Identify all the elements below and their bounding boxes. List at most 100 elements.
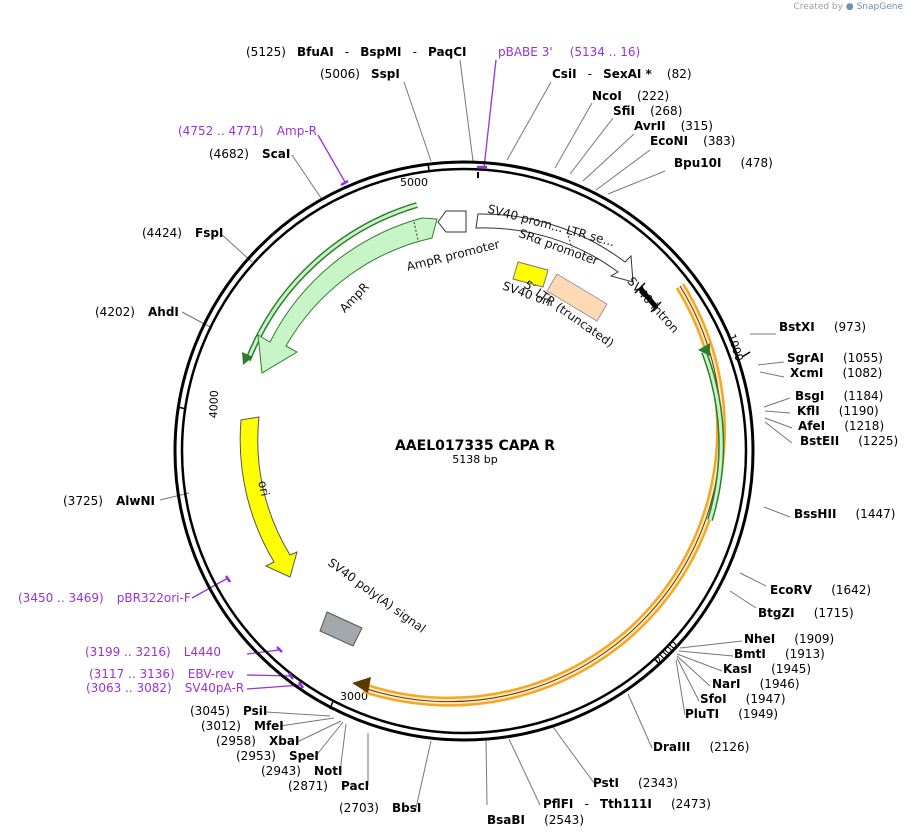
- primer-ebv-rev[interactable]: (3117 .. 3136) EBV-rev: [89, 663, 234, 682]
- site-avrii[interactable]: AvrII (315): [634, 115, 713, 134]
- ampr-promoter-divider: [413, 221, 419, 241]
- site-name: FspI: [195, 226, 223, 240]
- site-draiii[interactable]: DraIII (2126): [653, 736, 749, 755]
- primer-range: (4752 .. 4771): [178, 124, 264, 138]
- site-pos: (2703): [339, 801, 379, 815]
- site-bfuai-bspmi-paqci[interactable]: (5125) BfuAI - BspMI - PaqCI: [246, 41, 466, 60]
- site-btgzi[interactable]: BtgZI (1715): [758, 602, 854, 621]
- backbone-inner-ring: [180, 167, 748, 735]
- plasmid-length: 5138 bp: [452, 453, 497, 466]
- site-ecorv[interactable]: EcoRV (1642): [770, 579, 871, 598]
- site-bsabi[interactable]: BsaBI (2543): [487, 809, 584, 828]
- site-sfoi[interactable]: SfoI (1947): [700, 688, 786, 707]
- site-scai[interactable]: (4682) ScaI: [209, 143, 290, 162]
- ampr-outer-arrowhead-icon: [242, 352, 253, 365]
- site-bstxi[interactable]: BstXI (973): [779, 316, 866, 335]
- primer-pbr322ori-f[interactable]: (3450 .. 3469) pBR322ori-F: [18, 587, 191, 606]
- site-pos: (2958): [216, 734, 256, 748]
- site-name: NcoI: [592, 89, 622, 103]
- site-pos: (4202): [95, 305, 135, 319]
- site-name: MfeI: [254, 719, 284, 733]
- site-name: PflFI: [543, 797, 573, 811]
- insert-feature[interactable]: [362, 283, 727, 707]
- site-name-2: Tth111I: [600, 797, 652, 811]
- primer-name: pBABE 3': [498, 45, 553, 59]
- site-name: KasI: [723, 662, 752, 676]
- site-sspi[interactable]: (5006) SspI: [320, 63, 400, 82]
- site-pos: (1947): [746, 692, 786, 706]
- site-bmti[interactable]: BmtI (1913): [734, 643, 825, 662]
- ampr-feature[interactable]: [257, 217, 438, 374]
- site-name: BsaBI: [487, 813, 525, 827]
- site-econi[interactable]: EcoNI (383): [650, 130, 735, 149]
- site-sfii[interactable]: SfiI (268): [613, 100, 682, 119]
- site-ahdi[interactable]: (4202) AhdI: [95, 301, 179, 320]
- site-pflfi-tth111i[interactable]: PflFI - Tth111I (2473): [543, 793, 711, 812]
- site-pos: (1447): [856, 507, 896, 521]
- site-pos: (1082): [842, 366, 882, 380]
- site-pos: (1190): [839, 404, 879, 418]
- insert-arrowhead-icon: [352, 677, 371, 693]
- site-name: ScaI: [262, 147, 290, 161]
- tick-marks: [177, 162, 751, 710]
- site-name: BfuAI: [297, 45, 334, 59]
- site-csii-sexai[interactable]: CsiI - SexAI * (82): [552, 63, 692, 82]
- site-name: XbaI: [269, 734, 299, 748]
- site-kfli[interactable]: KflI (1190): [797, 400, 879, 419]
- primer-l4440[interactable]: (3199 .. 3216) L4440: [85, 641, 221, 660]
- primer-amp-r[interactable]: (4752 .. 4771) Amp-R: [178, 120, 317, 139]
- site-bsgi[interactable]: BsgI (1184): [795, 385, 883, 404]
- site-name: EcoRV: [770, 583, 813, 597]
- site-name: CsiI: [552, 67, 577, 81]
- sv40-polya-feature[interactable]: [319, 611, 363, 647]
- site-alwni[interactable]: (3725) AlwNI: [63, 490, 155, 509]
- site-name-2: BspMI: [360, 45, 401, 59]
- site-name: PluTI: [685, 707, 719, 721]
- site-leader-lines: [159, 59, 793, 809]
- site-pos: (1184): [843, 389, 883, 403]
- site-name: PsiI: [243, 704, 267, 718]
- primer-pbabe3[interactable]: pBABE 3' (5134 .. 16): [498, 41, 640, 60]
- ampr-outer-arc-fill: [246, 203, 418, 361]
- site-pos: (4424): [142, 226, 182, 240]
- site-pos: (5006): [320, 67, 360, 81]
- site-xbai[interactable]: (2958) XbaI: [216, 730, 299, 749]
- site-pluti[interactable]: PluTI (1949): [685, 703, 778, 722]
- site-pos: (1642): [831, 583, 871, 597]
- site-pos: (973): [834, 320, 866, 334]
- site-xcmi[interactable]: XcmI (1082): [790, 362, 882, 381]
- primer-sv40pa-r[interactable]: (3063 .. 3082) SV40pA-R: [86, 677, 244, 696]
- site-pos: (2473): [671, 797, 711, 811]
- site-name: AhdI: [148, 305, 179, 319]
- site-name: SfoI: [700, 692, 727, 706]
- site-ncoi[interactable]: NcoI (222): [592, 85, 669, 104]
- sv40-intron-cap-b: [650, 301, 662, 313]
- ltr-truncated-feature[interactable]: [546, 273, 608, 322]
- site-kasi[interactable]: KasI (1945): [723, 658, 811, 677]
- sv40-promoter-ltr-feature[interactable]: [475, 213, 634, 283]
- site-bbsi[interactable]: (2703) BbsI: [339, 797, 421, 816]
- sv40-intron-feature[interactable]: [638, 286, 658, 309]
- credit-prefix: Created by: [793, 2, 843, 12]
- site-psii[interactable]: (3045) PsiI: [190, 700, 267, 719]
- ori-feature[interactable]: [239, 416, 298, 578]
- site-fspi[interactable]: (4424) FspI: [142, 222, 223, 241]
- site-paci[interactable]: (2871) PacI: [288, 775, 369, 794]
- sv40-ori-feature[interactable]: [512, 261, 549, 288]
- site-pos: (268): [650, 104, 682, 118]
- ampr-promoter-arrow[interactable]: [437, 210, 467, 233]
- site-nhei[interactable]: NheI (1909): [744, 628, 834, 647]
- site-sgrai[interactable]: SgrAI (1055): [787, 347, 883, 366]
- site-mfei[interactable]: (3012) MfeI: [201, 715, 284, 734]
- site-bsteii[interactable]: BstEII (1225): [800, 430, 898, 449]
- site-psti[interactable]: PstI (2343): [593, 772, 678, 791]
- site-afei[interactable]: AfeI (1218): [798, 415, 884, 434]
- site-spei[interactable]: (2953) SpeI: [236, 745, 319, 764]
- site-noti[interactable]: (2943) NotI: [261, 760, 343, 779]
- site-nari[interactable]: NarI (1946): [712, 673, 800, 692]
- site-bpu10i[interactable]: Bpu10I (478): [674, 152, 773, 171]
- primer-range: (3063 .. 3082): [86, 681, 172, 695]
- site-bsshii[interactable]: BssHII (1447): [794, 503, 895, 522]
- orf-arrowhead-icon: [698, 343, 710, 356]
- site-name: EcoNI: [650, 134, 688, 148]
